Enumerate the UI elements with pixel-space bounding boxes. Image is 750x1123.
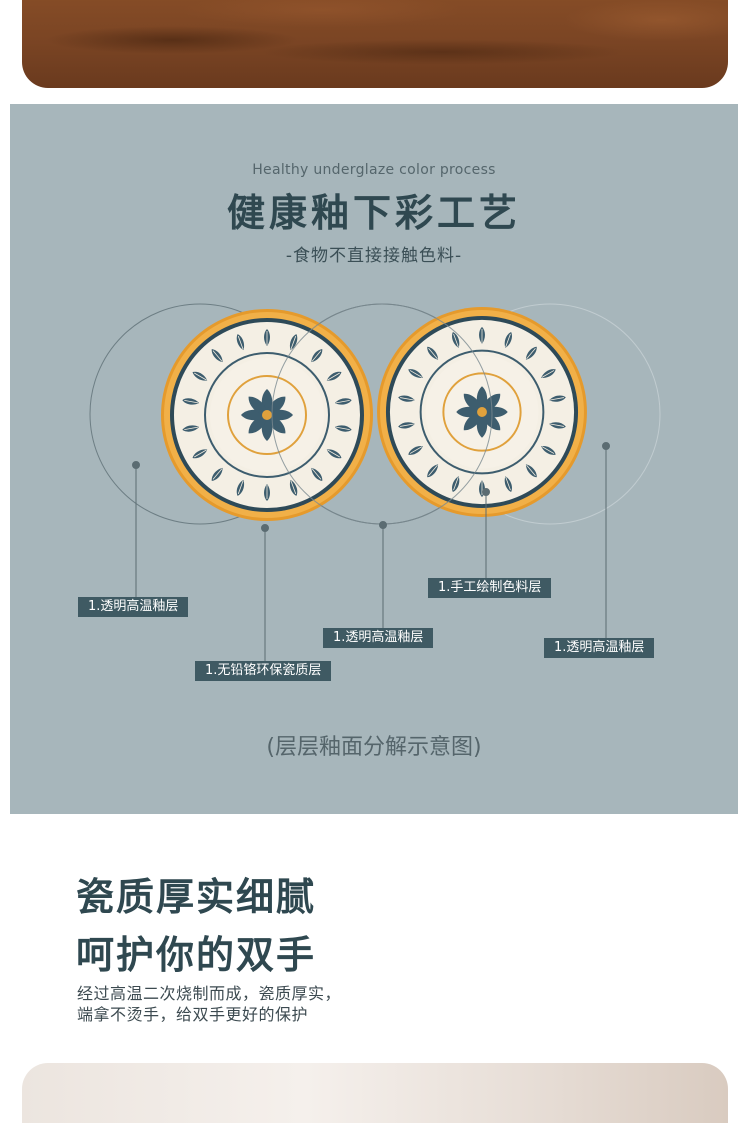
layer-label-4: 1.手工绘制色料层 <box>428 578 552 598</box>
plate-left <box>161 309 373 521</box>
diagram-caption: (层层釉面分解示意图) <box>266 735 482 760</box>
english-subtitle: Healthy underglaze color process <box>252 162 496 178</box>
feature-body-1: 经过高温二次烧制而成，瓷质厚实， <box>77 984 342 1003</box>
layer-label-1: 1.透明高温釉层 <box>78 597 189 617</box>
top-product-photo <box>22 0 728 88</box>
layer-diagram <box>89 303 661 662</box>
layer-label-5: 1.透明高温釉层 <box>544 638 655 658</box>
feature-body-2: 端拿不烫手，给双手更好的保护 <box>77 1005 309 1024</box>
layer-label-2: 1.无铅铬环保瓷质层 <box>195 661 332 681</box>
feature-heading-1: 瓷质厚实细腻 <box>76 875 317 919</box>
layer-label-3: 1.透明高温釉层 <box>323 628 434 648</box>
plate-right <box>377 307 587 517</box>
underglaze-process-panel: Healthy underglaze color process 健康釉下彩工艺… <box>10 104 738 814</box>
bottom-product-photo <box>22 1063 728 1123</box>
section-title: 健康釉下彩工艺 <box>226 191 521 235</box>
feature-heading-2: 呵护你的双手 <box>76 933 317 977</box>
section-subtitle: -食物不直接接触色料- <box>285 246 463 266</box>
